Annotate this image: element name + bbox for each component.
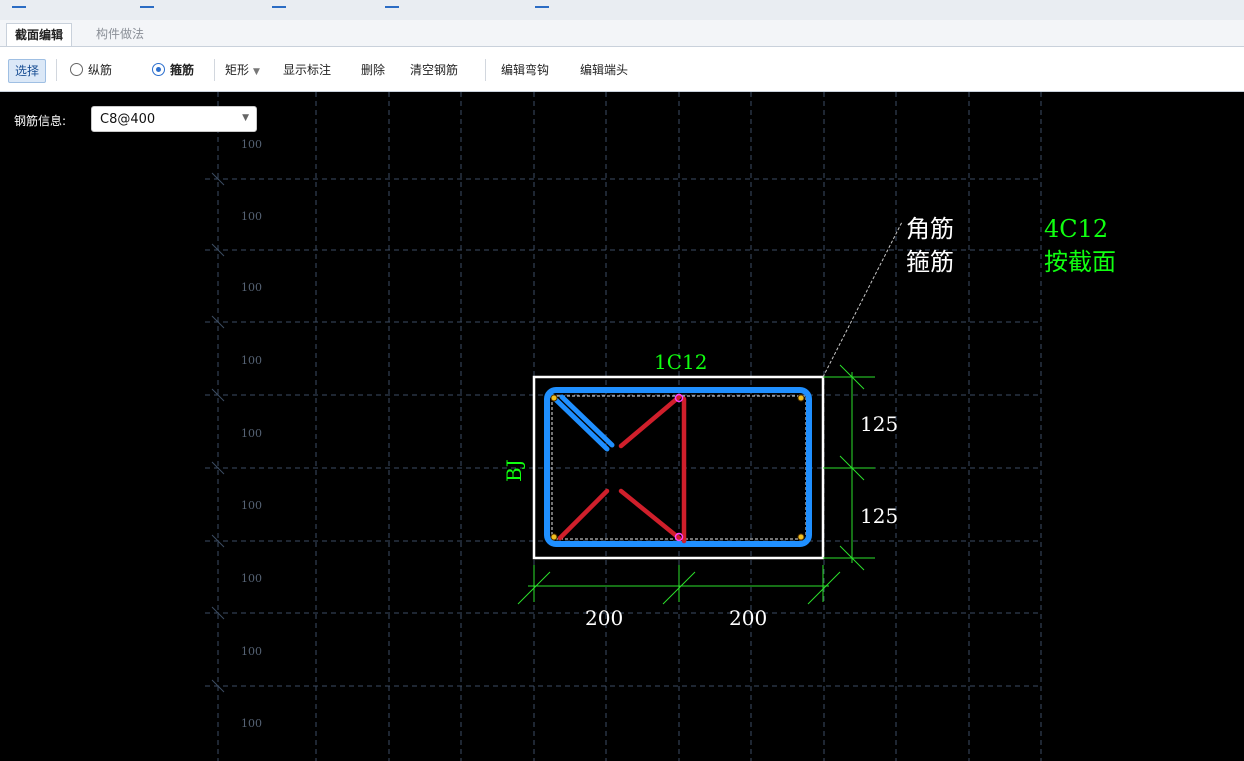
clear-rebar-button[interactable]: 清空钢筋 (410, 63, 459, 77)
side-label[interactable]: BJ (502, 459, 526, 482)
rebar-info-dropdown[interactable]: C8@400 ▼ (91, 106, 257, 132)
dim-bottom-left: 200 (585, 606, 623, 630)
select-button[interactable]: 选择 (8, 59, 46, 83)
dimension-lines-bottom (517, 565, 841, 605)
chevron-down-icon: ▼ (253, 67, 260, 77)
radio-off-icon (70, 63, 83, 76)
toolbar-remnant-icon (12, 0, 26, 8)
stirrup-hooks[interactable] (549, 393, 615, 452)
value-corner-rebar: 4C12 (1044, 215, 1108, 243)
tie-rebar[interactable] (557, 394, 687, 544)
toolbar-remnant-icon (272, 0, 286, 8)
grid-ticks (211, 172, 225, 693)
tab-component-method[interactable]: 构件做法 (96, 27, 145, 41)
toolbar-remnant-icon (140, 0, 154, 8)
radio-on-icon (152, 63, 165, 76)
toolbar-remnant-icon (385, 0, 399, 8)
grid-label: 100 (241, 499, 262, 512)
delete-button[interactable]: 删除 (361, 63, 386, 77)
dim-right-bottom: 125 (860, 504, 898, 528)
dim-bottom-right: 200 (729, 606, 767, 630)
leader-values[interactable]: 4C12 按截面 (1044, 215, 1116, 276)
section-canvas[interactable]: 100 100 100 100 100 100 100 100 100 (0, 92, 1244, 761)
mid-rebars[interactable] (674, 393, 684, 542)
shape-dropdown[interactable]: 矩形▼ (225, 59, 260, 81)
dimension-lines-right (823, 364, 875, 571)
leader-corner-rebar: 角筋 (906, 215, 954, 243)
rebar-info-label: 钢筋信息: (14, 114, 67, 128)
grid-label: 100 (241, 645, 262, 658)
window-top-strip (0, 0, 1244, 21)
toolbar: 选择 纵筋 箍筋 矩形▼ 显示标注 删除 清空钢筋 编辑弯钩 编辑端头 (0, 47, 1244, 92)
separator (214, 59, 215, 81)
tab-section-edit[interactable]: 截面编辑 (6, 23, 73, 46)
radio-longitudinal[interactable]: 纵筋 (70, 59, 112, 81)
grid-label: 100 (241, 281, 262, 294)
corner-rebars[interactable] (550, 394, 805, 541)
rebar-info-value: C8@400 (100, 112, 156, 127)
grid-label: 100 (241, 210, 262, 223)
separator (56, 59, 57, 81)
grid-label: 100 (241, 138, 262, 151)
dimension-text-right: 125 125 (860, 412, 898, 528)
chevron-down-icon: ▼ (242, 113, 249, 123)
leader-stirrup: 箍筋 (906, 248, 954, 276)
shape-dropdown-label: 矩形 (225, 63, 250, 77)
edit-hook-button[interactable]: 编辑弯钩 (501, 63, 550, 77)
grid-label: 100 (241, 427, 262, 440)
toolbar-remnant-icon (535, 0, 549, 8)
grid-label: 100 (241, 354, 262, 367)
radio-stirrup[interactable]: 箍筋 (152, 59, 194, 81)
radio-longitudinal-label: 纵筋 (88, 63, 113, 77)
separator (485, 59, 486, 81)
grid (205, 92, 1042, 761)
tab-bar: 截面编辑 构件做法 (0, 20, 1244, 47)
dimension-text-bottom: 200 200 (585, 606, 767, 630)
leader-line (822, 221, 903, 378)
edit-end-button[interactable]: 编辑端头 (580, 63, 629, 77)
grid-labels: 100 100 100 100 100 100 100 100 100 (241, 138, 262, 730)
leader-labels: 角筋 箍筋 (906, 215, 954, 276)
show-dimension-button[interactable]: 显示标注 (283, 63, 332, 77)
value-stirrup: 按截面 (1044, 248, 1116, 276)
stirrup[interactable] (544, 387, 812, 547)
section-rebar-label[interactable]: 1C12 (654, 350, 707, 374)
radio-stirrup-label: 箍筋 (170, 63, 195, 77)
dim-right-top: 125 (860, 412, 898, 436)
grid-label: 100 (241, 572, 262, 585)
grid-label: 100 (241, 717, 262, 730)
